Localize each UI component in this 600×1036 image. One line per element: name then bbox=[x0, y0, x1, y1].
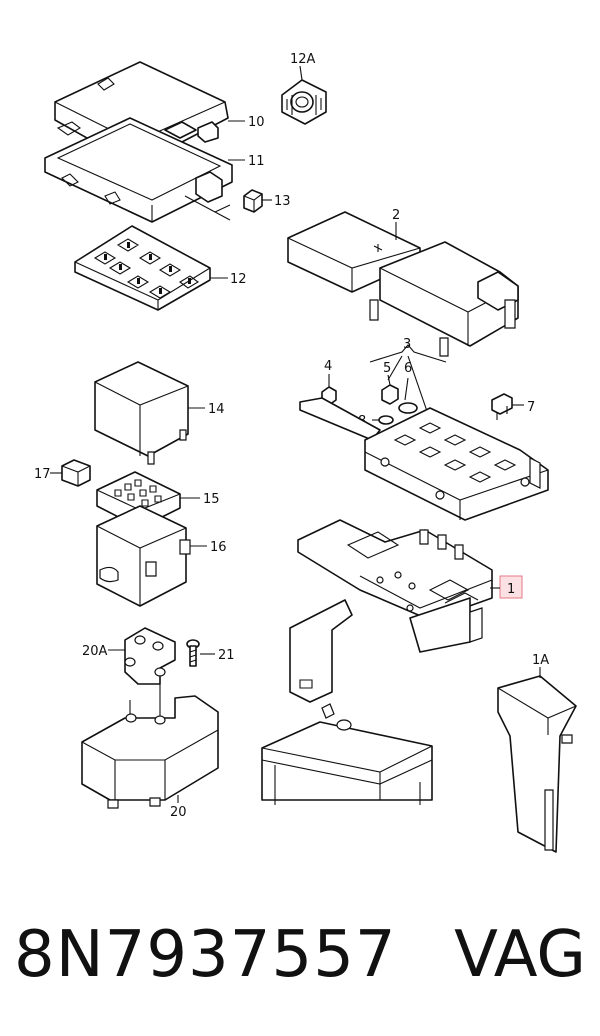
part-6-washer bbox=[398, 377, 418, 414]
label-1: 1 bbox=[507, 582, 515, 597]
label-21: 21 bbox=[218, 648, 235, 663]
part-1-bracket bbox=[289, 519, 493, 703]
part-5-nut bbox=[381, 374, 399, 405]
label-12a: 12A bbox=[290, 52, 316, 67]
battery-outline bbox=[261, 703, 433, 805]
part-2-cover bbox=[287, 211, 519, 357]
part-1a-side-cover bbox=[497, 675, 577, 853]
label-16: 16 bbox=[210, 540, 227, 555]
label-4: 4 bbox=[324, 359, 332, 374]
label-20a: 20A bbox=[82, 644, 108, 659]
label-1a: 1A bbox=[532, 653, 549, 668]
label-15: 15 bbox=[203, 492, 220, 507]
part-8-washer bbox=[372, 415, 394, 425]
part-11-frame bbox=[44, 117, 233, 223]
label-5: 5 bbox=[383, 361, 391, 376]
label-11: 11 bbox=[248, 154, 265, 169]
part-16-relay-housing bbox=[96, 505, 191, 607]
label-14: 14 bbox=[208, 402, 225, 417]
label-6: 6 bbox=[404, 361, 412, 376]
label-13: 13 bbox=[274, 194, 291, 209]
part-12-relay-plate bbox=[74, 225, 211, 311]
part-14-relay-cover bbox=[94, 361, 189, 465]
label-17: 17 bbox=[34, 467, 51, 482]
part-12a-grommet bbox=[281, 65, 327, 125]
part-13-nut bbox=[243, 189, 263, 213]
label-2: 2 bbox=[392, 208, 400, 223]
label-10: 10 bbox=[248, 115, 265, 130]
label-20: 20 bbox=[170, 805, 187, 820]
part-21-screw bbox=[186, 639, 200, 667]
label-7: 7 bbox=[527, 400, 535, 415]
part-20-mounting-block bbox=[81, 695, 219, 809]
part-17-mini-relay bbox=[61, 459, 91, 487]
part-number: 8N7937557 bbox=[14, 918, 397, 992]
brand-name: VAG bbox=[454, 918, 586, 992]
caption: 8N7937557 VAG bbox=[0, 895, 600, 1015]
part-7-fuse bbox=[491, 393, 513, 420]
part-20a-bracket bbox=[124, 627, 176, 718]
label-1-highlight bbox=[499, 575, 523, 599]
exploded-parts-diagram: 12A 10 11 13 12 bbox=[34, 52, 577, 853]
label-3: 3 bbox=[403, 337, 411, 352]
part-3-fuse-holder bbox=[299, 397, 549, 521]
label-12: 12 bbox=[230, 272, 247, 287]
